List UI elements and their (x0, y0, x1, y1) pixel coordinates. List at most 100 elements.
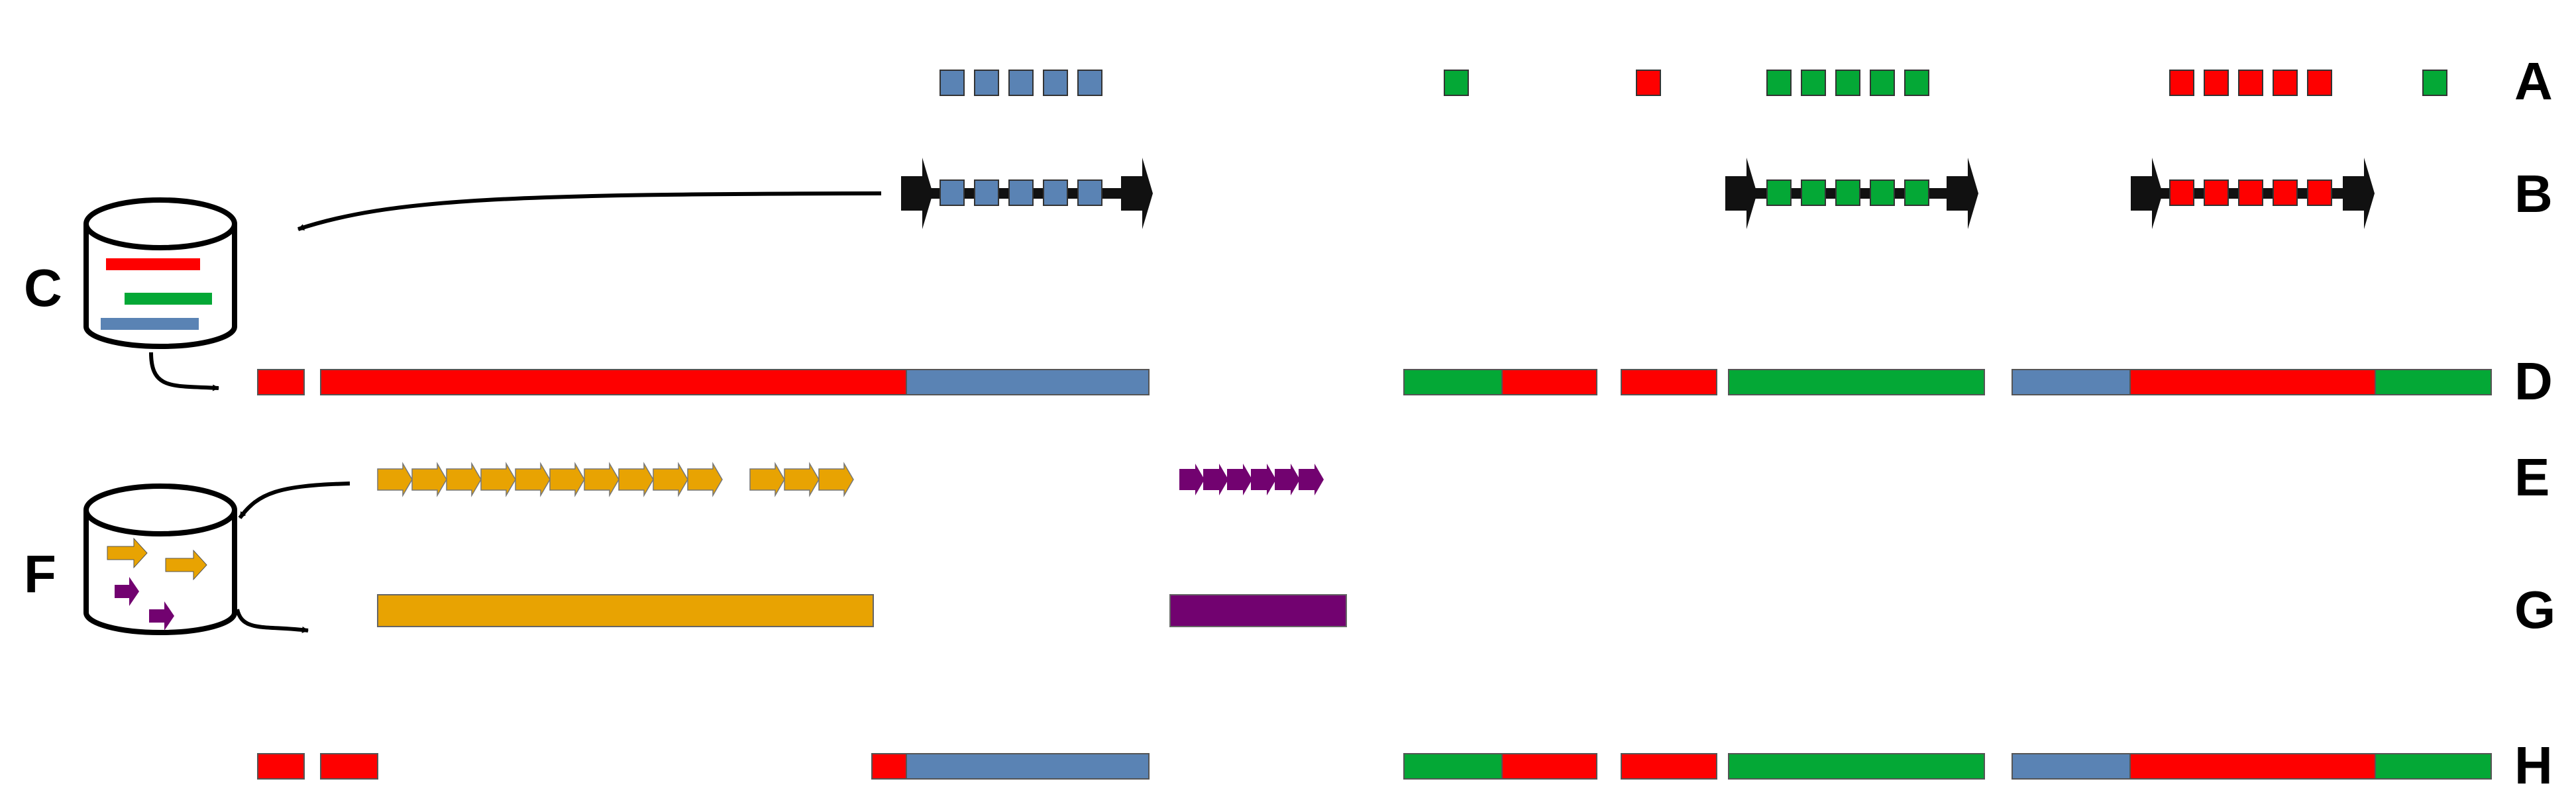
row-b-square (1077, 179, 1102, 206)
row-a-square (2169, 70, 2194, 96)
row-e-arrow (480, 462, 516, 497)
row-h-bar (2375, 753, 2492, 780)
row-h-bar (1403, 753, 1503, 780)
row-d-bar (2375, 369, 2492, 395)
row-g-bar (1169, 594, 1347, 627)
row-b-right-terminator (1947, 158, 1978, 229)
row-h-bar (257, 753, 305, 780)
row-g (377, 594, 1347, 627)
row-e-arrow (411, 462, 447, 497)
row-a-square (1870, 70, 1895, 96)
row-e-arrow (1179, 464, 1205, 495)
row-b-square (1043, 179, 1068, 206)
database-c-blue-bar (101, 318, 199, 330)
row-d (257, 369, 2492, 395)
row-d-bar (906, 369, 1150, 395)
row-h-bar (2129, 753, 2376, 780)
row-b-square (2238, 179, 2263, 206)
database-f (83, 483, 237, 635)
row-b-square (2273, 179, 2298, 206)
row-a-square (2307, 70, 2332, 96)
row-a-square (974, 70, 999, 96)
row-d-bar (257, 369, 305, 395)
row-h-bar (906, 753, 1150, 780)
row-h-bar (1728, 753, 1985, 780)
row-b-square (1904, 179, 1929, 206)
row-a-square (2422, 70, 2447, 96)
row-label-b: B (2514, 164, 2553, 223)
row-b-segment-2 (1725, 158, 1978, 229)
row-e-arrow (549, 462, 585, 497)
row-label-h: H (2514, 736, 2553, 795)
row-a-square (1835, 70, 1860, 96)
row-d-bar (1501, 369, 1597, 395)
row-b (901, 158, 2375, 229)
row-a-square (1043, 70, 1068, 96)
row-a-square (1444, 70, 1469, 96)
database-c-green-bar (125, 293, 212, 305)
row-e-arrow (1275, 464, 1300, 495)
row-b-square (2307, 179, 2332, 206)
row-e-arrow (1251, 464, 1276, 495)
row-e-arrow (1227, 464, 1252, 495)
row-e-arrow (584, 462, 619, 497)
connector-c-to-d (149, 352, 219, 391)
row-a (939, 70, 2447, 96)
row-e-orange-group-2 (749, 462, 854, 497)
row-b-left-terminator (2131, 158, 2163, 229)
row-a-square (1904, 70, 1929, 96)
row-label-a: A (2514, 52, 2553, 111)
database-f-purple-arrow-2 (149, 601, 174, 631)
row-b-square (2204, 179, 2229, 206)
row-e-arrow (618, 462, 654, 497)
row-h-bar (1501, 753, 1597, 780)
row-e-arrow (1203, 464, 1228, 495)
database-c-red-bar (106, 258, 200, 270)
row-d-bar (1621, 369, 1717, 395)
row-a-square (1008, 70, 1034, 96)
row-a-square (2273, 70, 2298, 96)
row-b-segment-3 (2131, 158, 2375, 229)
row-e (377, 462, 1324, 497)
row-label-e: E (2514, 448, 2549, 507)
row-h-bar (320, 753, 378, 780)
row-b-square (1801, 179, 1826, 206)
row-a-square (939, 70, 965, 96)
row-e-arrow (784, 462, 820, 497)
database-f-orange-arrow-1 (107, 537, 148, 569)
row-g-bar (377, 594, 874, 627)
row-e-orange-group-1 (377, 462, 723, 497)
row-h-bar (2012, 753, 2131, 780)
row-e-arrow (653, 462, 688, 497)
row-b-square (1835, 179, 1860, 206)
row-b-segment-1 (901, 158, 1153, 229)
row-a-square (2204, 70, 2229, 96)
row-e-arrow (1299, 464, 1324, 495)
row-b-square (1766, 179, 1792, 206)
row-e-purple-group (1179, 464, 1324, 495)
row-d-bar (2012, 369, 2131, 395)
row-e-arrow (515, 462, 551, 497)
row-h-bar (1621, 753, 1717, 780)
row-h (257, 753, 2492, 780)
row-b-right-terminator (1121, 158, 1153, 229)
row-b-square (1870, 179, 1895, 206)
row-b-square (2169, 179, 2194, 206)
row-h-bar (871, 753, 907, 780)
row-a-square (1766, 70, 1792, 96)
row-b-left-terminator (1725, 158, 1757, 229)
row-b-square (974, 179, 999, 206)
connector-e-to-f (238, 482, 350, 519)
row-b-left-terminator (901, 158, 933, 229)
database-c (83, 197, 237, 349)
row-d-bar (1728, 369, 1985, 395)
row-e-arrow (377, 462, 413, 497)
row-a-square (1801, 70, 1826, 96)
row-d-bar (2129, 369, 2376, 395)
connector-b-to-c (297, 191, 882, 231)
connector-f-to-g (235, 609, 309, 633)
row-b-right-terminator (2343, 158, 2375, 229)
row-a-square (1636, 70, 1661, 96)
row-e-arrow (687, 462, 723, 497)
